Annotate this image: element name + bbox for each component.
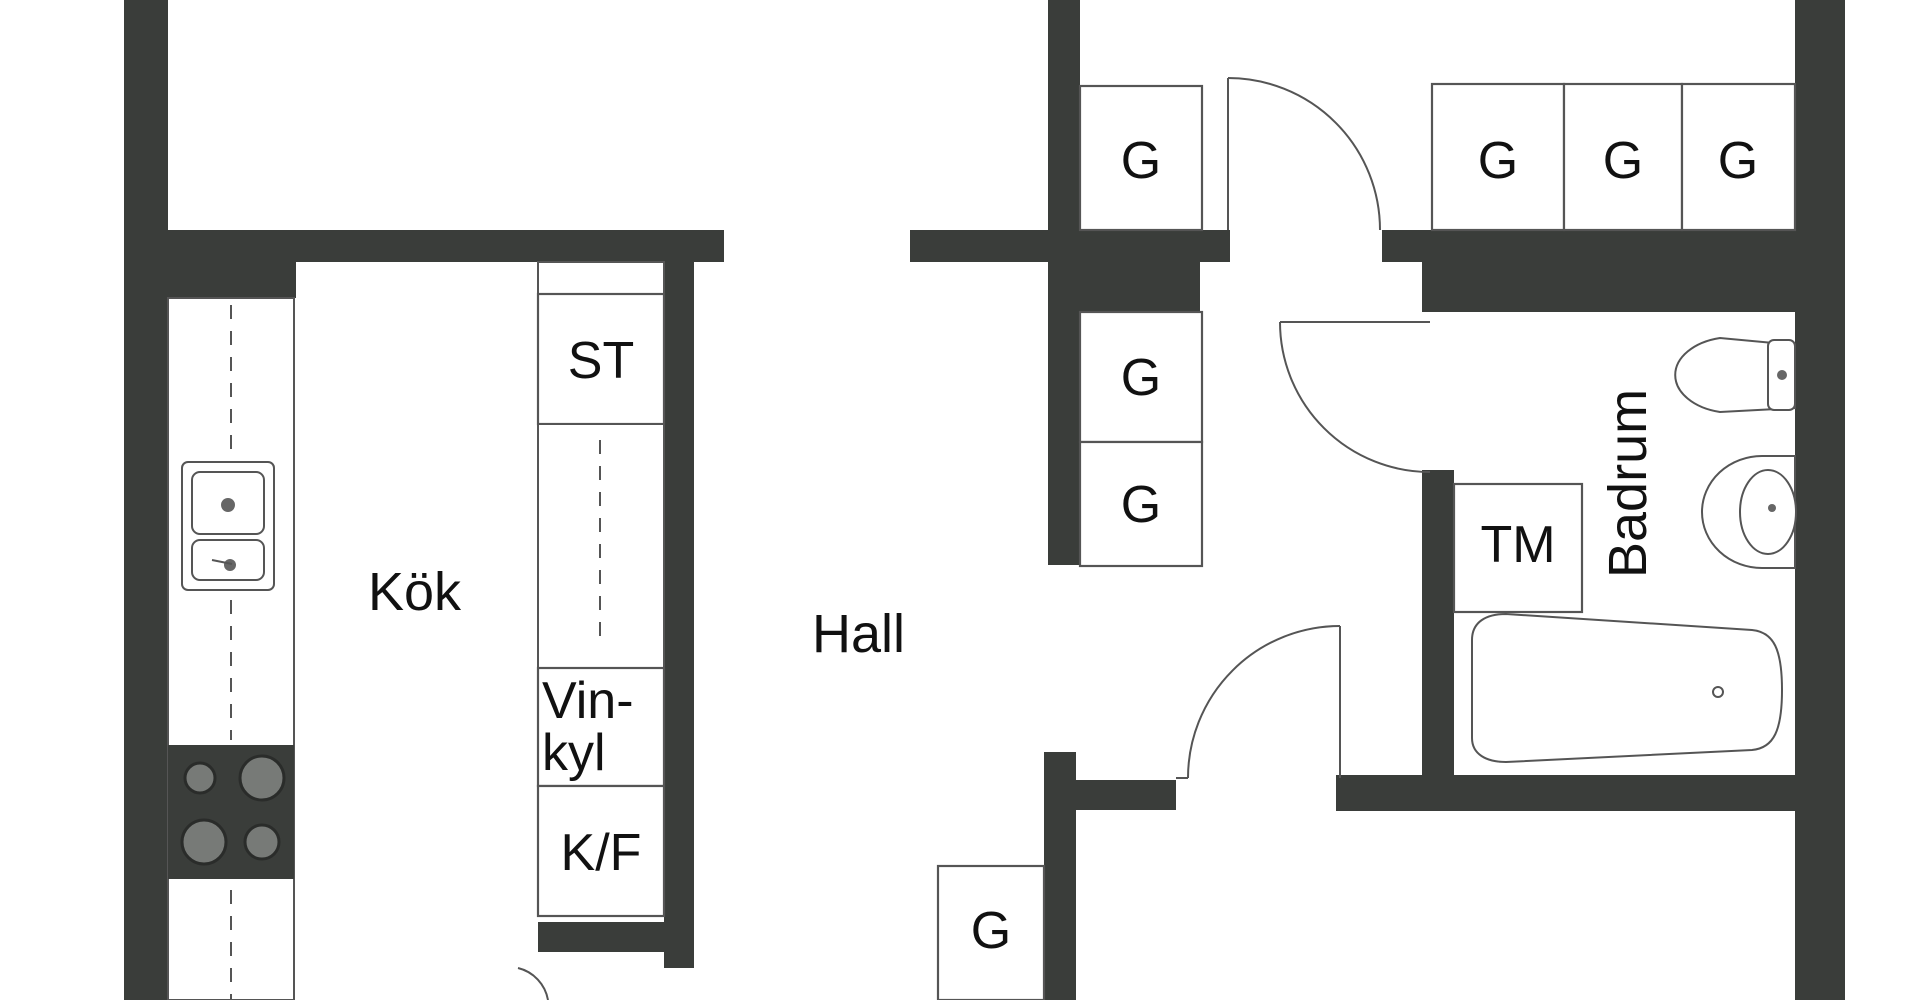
- wall-bath-left: [1422, 470, 1454, 782]
- wall-left-outer: [124, 0, 168, 1000]
- wall-right-outer: [1795, 0, 1845, 1000]
- closet-top-left: [1078, 84, 1204, 232]
- door-lower-room: [1176, 625, 1341, 779]
- closet-top-right-3: [1680, 82, 1797, 232]
- closets-hall: [936, 82, 1797, 1000]
- cooktop-icon: [168, 745, 294, 879]
- wall-closet-step: [1048, 262, 1200, 312]
- wall-hall-lower-stub: [1044, 780, 1176, 810]
- label-closet-top-left: G: [1121, 132, 1161, 190]
- label-washer: TM: [1480, 516, 1555, 574]
- closet-mid-lower: [1078, 440, 1204, 568]
- label-closet-top-right-3: G: [1718, 132, 1758, 190]
- door-bathroom: [1279, 321, 1431, 473]
- cabinet-fridge-freezer: [536, 784, 666, 918]
- wall-kitchen-bottom-stub: [538, 922, 694, 952]
- kitchen-cabinets-right: [536, 261, 666, 918]
- washer-box: [1452, 482, 1584, 614]
- toilet-icon: [1674, 336, 1796, 414]
- wall-bath-bottom: [1336, 775, 1845, 811]
- label-wine-cooler-1: Vin-: [542, 672, 634, 730]
- label-closet-mid-lower: G: [1121, 476, 1161, 534]
- door-kitchen-bottom: [517, 967, 549, 1000]
- wall-top-right: [1382, 230, 1845, 262]
- room-label-kitchen: Kök: [368, 562, 462, 622]
- wall-bath-top: [1422, 262, 1845, 312]
- kitchen-counter-left: [167, 297, 295, 1000]
- cabinet-wine-cooler: [536, 666, 666, 788]
- closet-top-right-2: [1562, 82, 1684, 232]
- wall-kitchen-right: [664, 262, 694, 968]
- label-wine-cooler-2: kyl: [542, 724, 606, 782]
- label-closet-top-right-1: G: [1478, 132, 1518, 190]
- door-top-closet-area: [1227, 77, 1381, 231]
- walls: [124, 0, 1845, 1000]
- cabinet-st: [536, 292, 666, 426]
- bathroom-fixtures: [1452, 336, 1797, 764]
- closet-mid-upper: [1078, 310, 1204, 444]
- label-closet-mid-upper: G: [1121, 349, 1161, 407]
- wall-kitchen-stub: [168, 230, 296, 298]
- closet-bottom-left: [936, 864, 1046, 1000]
- label-closet-top-right-2: G: [1603, 132, 1643, 190]
- room-label-hall: Hall: [812, 604, 905, 664]
- room-label-bathroom: Badrum: [1598, 389, 1658, 578]
- closet-top-right-1: [1430, 82, 1566, 232]
- bathtub-icon: [1471, 612, 1784, 764]
- labels: Kök Hall Badrum ST Vin- kyl K/F TM G G G…: [368, 132, 1758, 960]
- doors: [517, 77, 1431, 1000]
- label-fridge-freezer: K/F: [561, 824, 642, 882]
- sink-icon: [181, 461, 275, 591]
- label-closet-bottom-left: G: [971, 902, 1011, 960]
- washbasin-icon: [1701, 455, 1797, 569]
- label-st: ST: [568, 332, 634, 390]
- cabinet-top-strip: [537, 261, 665, 295]
